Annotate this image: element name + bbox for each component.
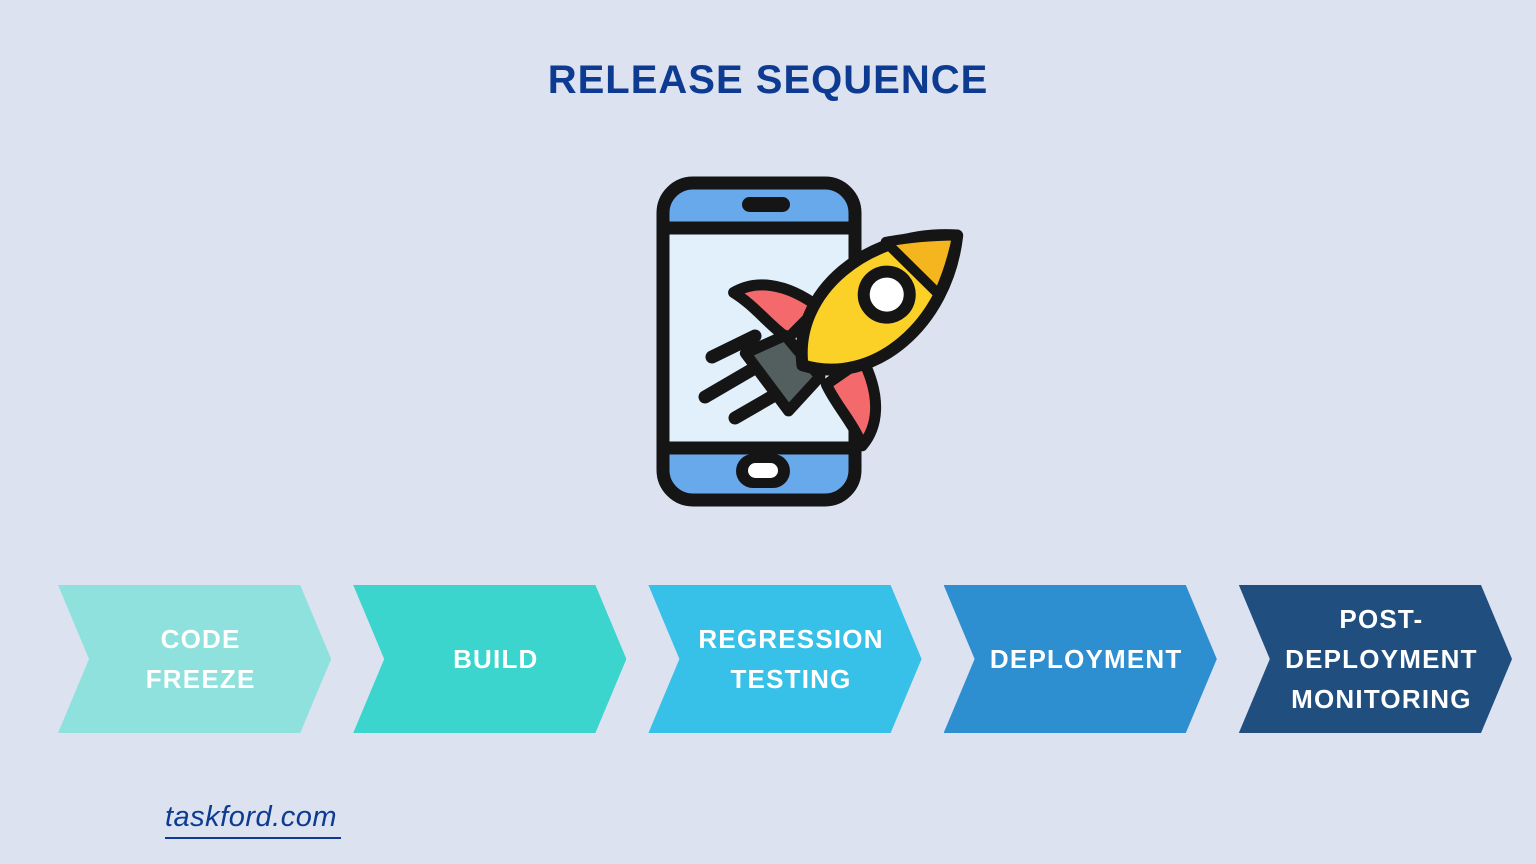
- website-link[interactable]: taskford.com: [165, 801, 341, 839]
- phone-speaker: [742, 197, 790, 212]
- rocket-nose-cone: [880, 230, 963, 300]
- phone-home-button-inner: [748, 463, 778, 478]
- step-deployment: DEPLOYMENT: [944, 585, 1217, 733]
- rocket-porthole: [857, 265, 916, 324]
- rocket-icon: [728, 229, 964, 452]
- page-title: RELEASE SEQUENCE: [547, 58, 989, 102]
- rocket-fin-top: [728, 279, 825, 344]
- rocket-phone-illustration: [656, 176, 964, 507]
- step-code-freeze: CODE FREEZE: [58, 585, 331, 733]
- rocket-fin-bottom: [820, 353, 882, 452]
- step-regression-testing: REGRESSION TESTING: [648, 585, 921, 733]
- release-sequence-flow: CODE FREEZE BUILD REGRESSION TESTING DEP…: [58, 585, 1512, 733]
- step-build: BUILD: [353, 585, 626, 733]
- step-post-deployment-monitoring: POST- DEPLOYMENT MONITORING: [1239, 585, 1512, 733]
